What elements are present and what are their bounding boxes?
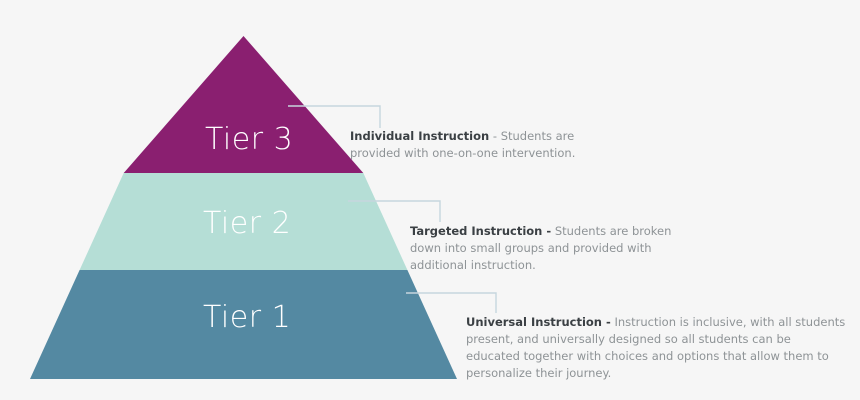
description-heading-tier2: Targeted Instruction - xyxy=(410,224,552,238)
description-heading-tier1: Universal Instruction - xyxy=(466,315,611,329)
description-body-tier1: Instruction is inclusive, with all stude… xyxy=(466,315,846,380)
description-tier1: Universal Instruction - Instruction is i… xyxy=(466,314,846,382)
description-body-tier3: Students are provided with one-on-one in… xyxy=(350,129,576,160)
description-heading-tier3: Individual Instruction xyxy=(350,129,490,143)
description-body-tier2: Students are broken down into small grou… xyxy=(410,224,672,272)
description-tier2: Targeted Instruction - Students are brok… xyxy=(410,223,700,274)
pyramid-band-tier1[interactable] xyxy=(30,270,457,379)
description-separator-tier3: - xyxy=(489,129,501,143)
pyramid-band-tier2[interactable] xyxy=(79,173,408,270)
pyramid-band-tier3[interactable] xyxy=(123,36,364,173)
connector-tier3 xyxy=(288,105,381,128)
connector-tier1 xyxy=(406,292,497,313)
connector-tier2 xyxy=(348,200,441,222)
description-tier3: Individual Instruction - Students are pr… xyxy=(350,128,620,162)
